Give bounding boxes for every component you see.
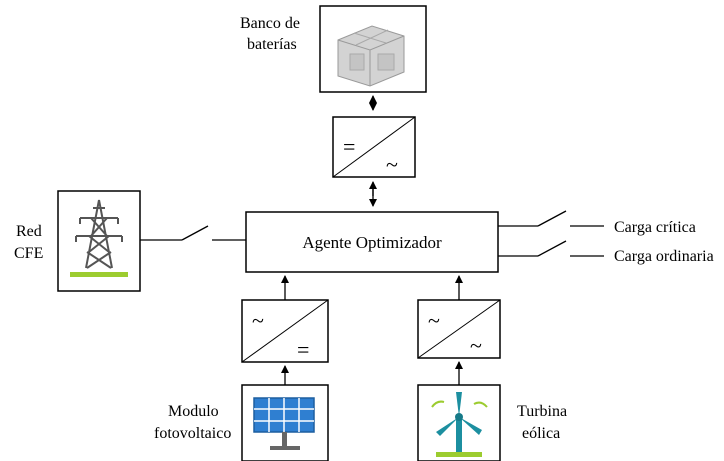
pv-converter-top-symbol: ~ xyxy=(252,308,264,333)
battery-label-line1: Banco de xyxy=(240,15,300,32)
agent-label: Agente Optimizador xyxy=(302,233,442,252)
grid-ground-bar xyxy=(70,272,128,277)
wind-converter-bottom-symbol: ~ xyxy=(470,333,482,358)
wind-label-line2: eólica xyxy=(522,425,560,442)
critical-load-label: Carga crítica xyxy=(614,219,696,236)
pv-label-line1: Modulo xyxy=(168,403,219,420)
pv-converter-bottom-symbol: = xyxy=(297,337,309,362)
grid-switch xyxy=(181,225,209,241)
transmission-tower-icon xyxy=(75,199,123,269)
battery-bank-icon xyxy=(337,25,405,87)
grid-label-line1: Red xyxy=(16,223,42,240)
solar-panel-icon xyxy=(253,397,315,450)
pv-label-line2: fotovoltaico xyxy=(154,425,231,442)
battery-label-line2: baterías xyxy=(247,36,297,53)
ordinary-load-switch xyxy=(537,240,567,257)
wind-label-line1: Turbina xyxy=(517,403,567,420)
ordinary-load-label: Carga ordinaria xyxy=(614,248,714,265)
battery-converter-top-symbol: = xyxy=(343,134,355,159)
wind-converter-top-symbol: ~ xyxy=(428,308,440,333)
critical-load-switch xyxy=(537,210,567,227)
pv-converter: ~ = xyxy=(241,299,329,363)
wind-converter: ~ ~ xyxy=(417,299,501,359)
battery-converter: = ~ xyxy=(332,116,416,178)
grid-label-line2: CFE xyxy=(14,245,43,262)
agent-box xyxy=(245,211,499,273)
battery-converter-bottom-symbol: ~ xyxy=(386,152,398,177)
wind-turbine-icon xyxy=(431,392,488,457)
